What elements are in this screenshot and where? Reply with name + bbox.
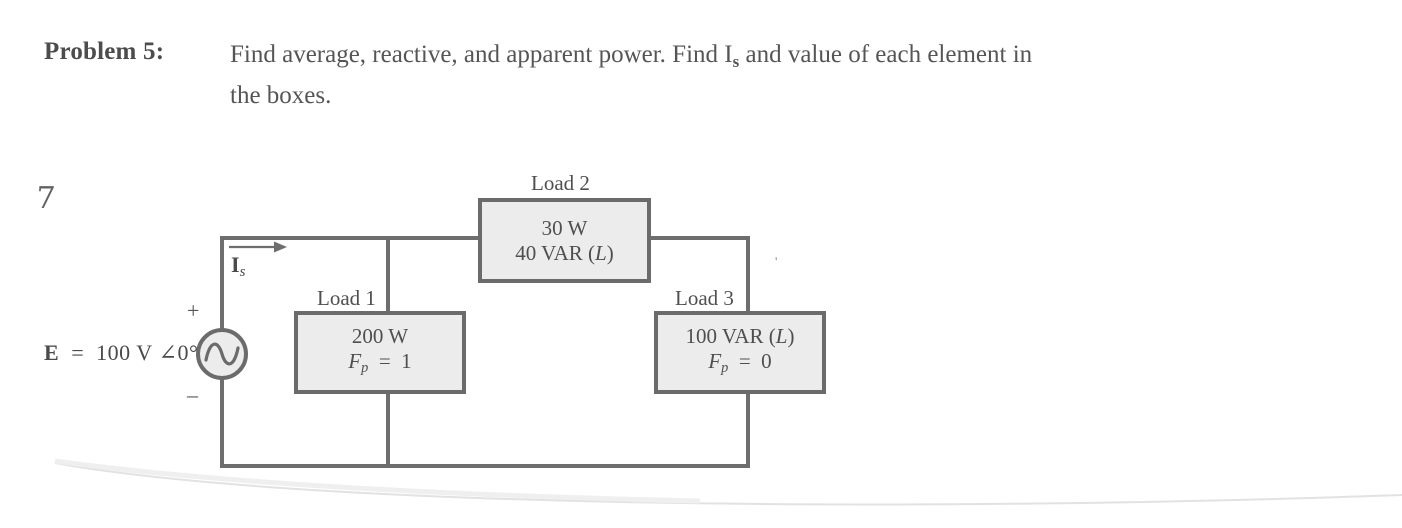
problem-statement: Find average, reactive, and apparent pow… <box>230 38 1290 113</box>
problem-label: Problem 5: <box>44 38 165 65</box>
load1-box: 200 W Fp = 1 <box>294 311 466 394</box>
load2-value-reactive: 40 VAR (L) <box>515 240 614 265</box>
load2-box: 30 W 40 VAR (L) <box>478 198 651 283</box>
wire-left-upper <box>220 236 224 330</box>
wire-right-upper <box>746 236 750 313</box>
source-voltage-label: E = 100 V ∠0° <box>44 340 199 365</box>
wire-top-left <box>220 236 480 240</box>
wire-load1-lower <box>386 392 390 468</box>
load3-caption: Load 3 <box>675 286 734 310</box>
current-direction-arrow-icon <box>229 241 287 253</box>
problem-line1-rest: and value of each element in <box>739 41 1033 68</box>
load2-value-power: 30 W <box>541 215 588 240</box>
load3-value-pf: Fp = 0 <box>708 349 772 376</box>
wire-top-right <box>649 236 750 240</box>
load3-value-reactive: 100 VAR (L) <box>685 324 795 348</box>
problem-line2: the boxes. <box>230 81 332 109</box>
source-current-label: Is <box>231 252 246 281</box>
load1-value-power: 200 W <box>351 324 409 348</box>
scan-speck: ' <box>775 254 778 269</box>
load2-caption: Load 2 <box>531 171 590 195</box>
load1-caption: Load 1 <box>317 286 376 310</box>
wire-bottom <box>220 464 750 468</box>
wire-load1-upper <box>386 236 390 313</box>
problem-line1-text: Find average, reactive, and apparent pow… <box>230 41 733 68</box>
wire-right-lower <box>746 392 750 468</box>
source-polarity-plus: + <box>187 298 200 323</box>
sine-wave-icon <box>204 342 240 366</box>
problem-line1-subscript: s <box>732 51 740 71</box>
load3-box: 100 VAR (L) Fp = 0 <box>654 311 826 394</box>
load1-value-pf: Fp = 1 <box>348 349 412 376</box>
ac-source-symbol <box>196 328 248 380</box>
source-polarity-minus: – <box>187 382 198 407</box>
wire-left-lower <box>220 378 224 468</box>
